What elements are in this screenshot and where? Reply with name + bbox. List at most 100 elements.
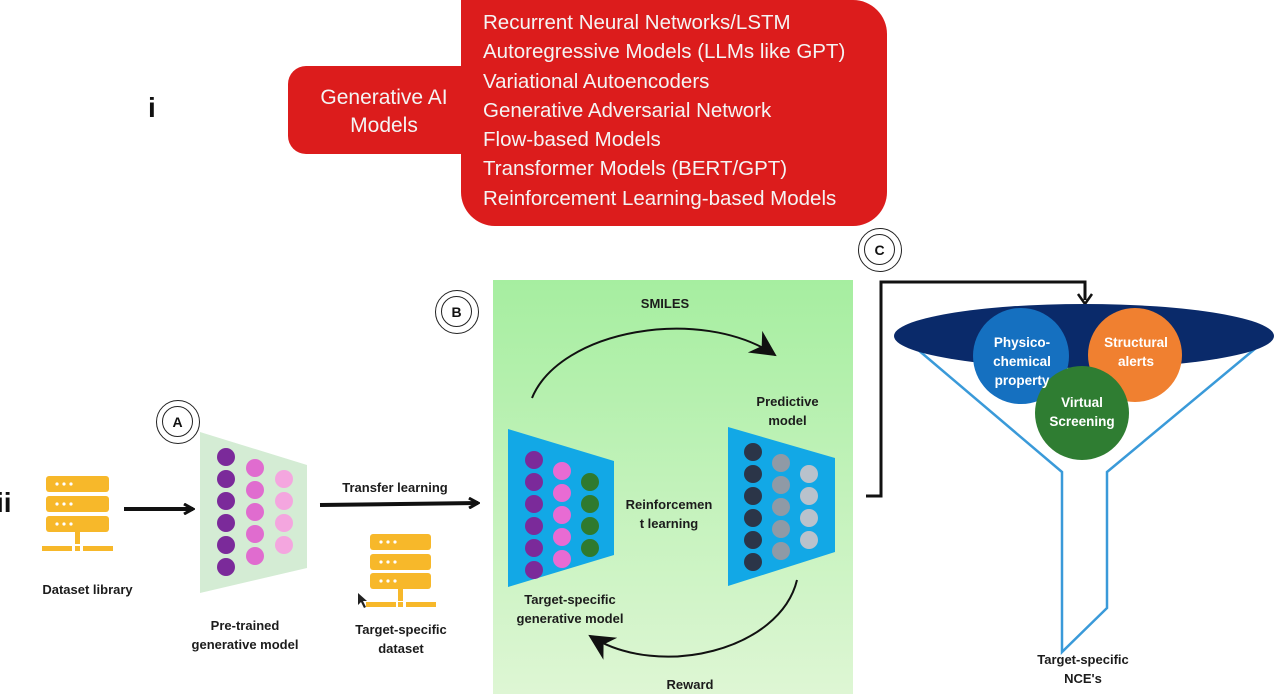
- network-node: [772, 520, 790, 538]
- network-node: [217, 448, 235, 466]
- network-node: [217, 492, 235, 510]
- network-node: [553, 462, 571, 480]
- generative-ai-category-label: Generative AI Models: [296, 84, 472, 140]
- physicochemical-label: Physico- chemical property: [976, 333, 1068, 390]
- network-node: [772, 476, 790, 494]
- mouse-cursor-icon: [358, 593, 367, 608]
- network-node: [246, 525, 264, 543]
- network-node: [744, 531, 762, 549]
- label-line: dataset: [378, 641, 424, 656]
- network-node: [525, 561, 543, 579]
- connector-arrow-head: [1076, 293, 1094, 307]
- model-item: Reinforcement Learning-based Models: [483, 186, 837, 210]
- label-line: model: [768, 413, 807, 428]
- network-node: [581, 495, 599, 513]
- network-node: [744, 443, 762, 461]
- model-item: Variational Autoencoders: [483, 69, 710, 93]
- model-item: Transformer Models (BERT/GPT): [483, 157, 788, 181]
- model-item: Generative Adversarial Network: [483, 98, 772, 122]
- network-node: [553, 484, 571, 502]
- funnel-outline: [909, 342, 1263, 655]
- network-node: [217, 514, 235, 532]
- network-node: [525, 495, 543, 513]
- label-line: alerts: [1117, 354, 1155, 369]
- network-node: [553, 550, 571, 568]
- label-line: Predictive: [756, 394, 819, 409]
- generative-ai-category-box: [288, 66, 488, 154]
- label-line: chemical: [993, 354, 1051, 369]
- transfer-learning-label: Transfer learning: [342, 480, 448, 495]
- target-nce-label: Target-specific NCE's: [1018, 650, 1148, 688]
- network-node: [744, 553, 762, 571]
- label-line: Physico-: [993, 335, 1051, 350]
- label-line: Virtual: [1061, 395, 1103, 410]
- label-line: property: [994, 373, 1050, 388]
- network-node: [800, 531, 818, 549]
- generative-ai-models-list-box: [461, 0, 887, 226]
- label-line: generative model: [191, 637, 299, 652]
- step-a-letter: A: [162, 406, 193, 437]
- label-line: Screening: [1049, 414, 1115, 429]
- network-node: [246, 481, 264, 499]
- reinforcement-learning-label: Reinforcemen t learning: [614, 495, 724, 533]
- reward-label: Reward: [666, 677, 714, 692]
- predictive-model-label: Predictive model: [740, 392, 835, 430]
- network-node: [800, 487, 818, 505]
- pretrained-model-label: Pre-trained generative model: [180, 616, 310, 654]
- network-node: [581, 539, 599, 557]
- network-node: [246, 503, 264, 521]
- structural-alerts-label: Structural alerts: [1093, 333, 1179, 371]
- predictive-model-nodes: [744, 443, 818, 571]
- physicochemical-circle: [973, 308, 1069, 404]
- network-node: [581, 517, 599, 535]
- network-node: [744, 509, 762, 527]
- step-c-letter: C: [864, 234, 895, 265]
- transfer-learning-arrow: [319, 503, 478, 505]
- label-line: Structural: [1104, 335, 1168, 350]
- network-node: [275, 492, 293, 510]
- model-item: Autoregressive Models (LLMs like GPT): [483, 40, 846, 64]
- category-label-line: Models: [350, 114, 418, 137]
- dataset-library-icon: [42, 476, 113, 551]
- network-node: [275, 514, 293, 532]
- step-b-letter: B: [441, 296, 472, 327]
- step-a-badge: A: [156, 400, 200, 444]
- network-node: [525, 451, 543, 469]
- network-node: [525, 517, 543, 535]
- network-node: [744, 465, 762, 483]
- network-node: [800, 465, 818, 483]
- category-label-line: Generative AI: [320, 86, 448, 109]
- network-node: [800, 509, 818, 527]
- virtual-screening-circle: [1035, 366, 1129, 460]
- connector-to-funnel: [866, 280, 1087, 498]
- target-generative-model-nodes: [525, 451, 599, 579]
- label-line: Pre-trained: [210, 618, 280, 633]
- network-node: [217, 536, 235, 554]
- label-line: generative model: [516, 611, 624, 626]
- funnel-top: [894, 304, 1274, 368]
- network-node: [553, 528, 571, 546]
- reward-cycle-arrow: [588, 579, 798, 660]
- label-line: Target-specific: [524, 592, 616, 607]
- label-line: Reinforcemen: [625, 497, 713, 512]
- pretrained-model-nodes: [217, 448, 293, 576]
- network-node: [772, 454, 790, 472]
- target-dataset-label: Target-specific dataset: [342, 620, 460, 658]
- network-node: [553, 506, 571, 524]
- label-line: Target-specific: [1037, 652, 1129, 667]
- step-b-badge: B: [435, 290, 479, 334]
- smiles-cycle-arrow: [531, 327, 777, 399]
- network-node: [275, 536, 293, 554]
- network-node: [217, 470, 235, 488]
- section-i-numeral: i: [148, 92, 156, 123]
- network-node: [246, 459, 264, 477]
- target-dataset-icon: [366, 534, 436, 607]
- label-line: t learning: [639, 516, 699, 531]
- model-item: Recurrent Neural Networks/LSTM: [483, 11, 791, 34]
- section-ii-numeral: ii: [0, 487, 12, 518]
- label-line: Target-specific: [355, 622, 447, 637]
- generative-ai-models-list: Recurrent Neural Networks/LSTM Autoregre…: [483, 8, 845, 213]
- network-node: [525, 539, 543, 557]
- target-generative-model-label: Target-specific generative model: [505, 590, 635, 628]
